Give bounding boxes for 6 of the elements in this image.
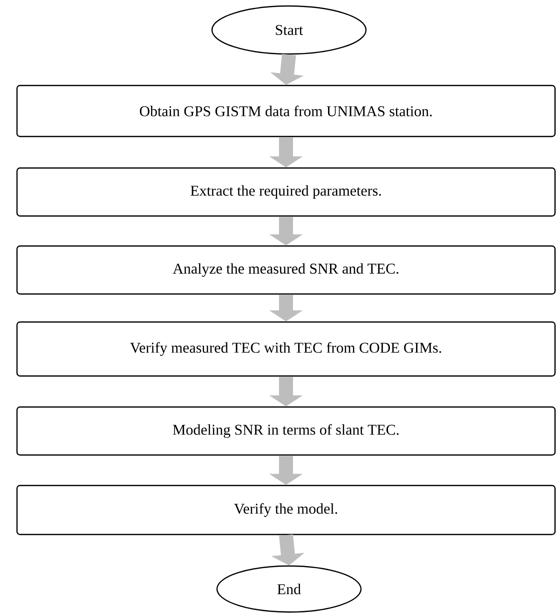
process-box: Verify the model. [16,484,556,536]
process-box: Verify measured TEC with TEC from CODE GIMs. [16,321,556,377]
process-box: Modeling SNR in terms of slant TEC. [16,406,556,456]
process-box: Extract the required parameters. [16,167,556,217]
process-box: Obtain GPS GISTM data from UNIMAS station. [16,84,556,138]
process-box: Analyze the measured SNR and TEC. [16,245,556,295]
